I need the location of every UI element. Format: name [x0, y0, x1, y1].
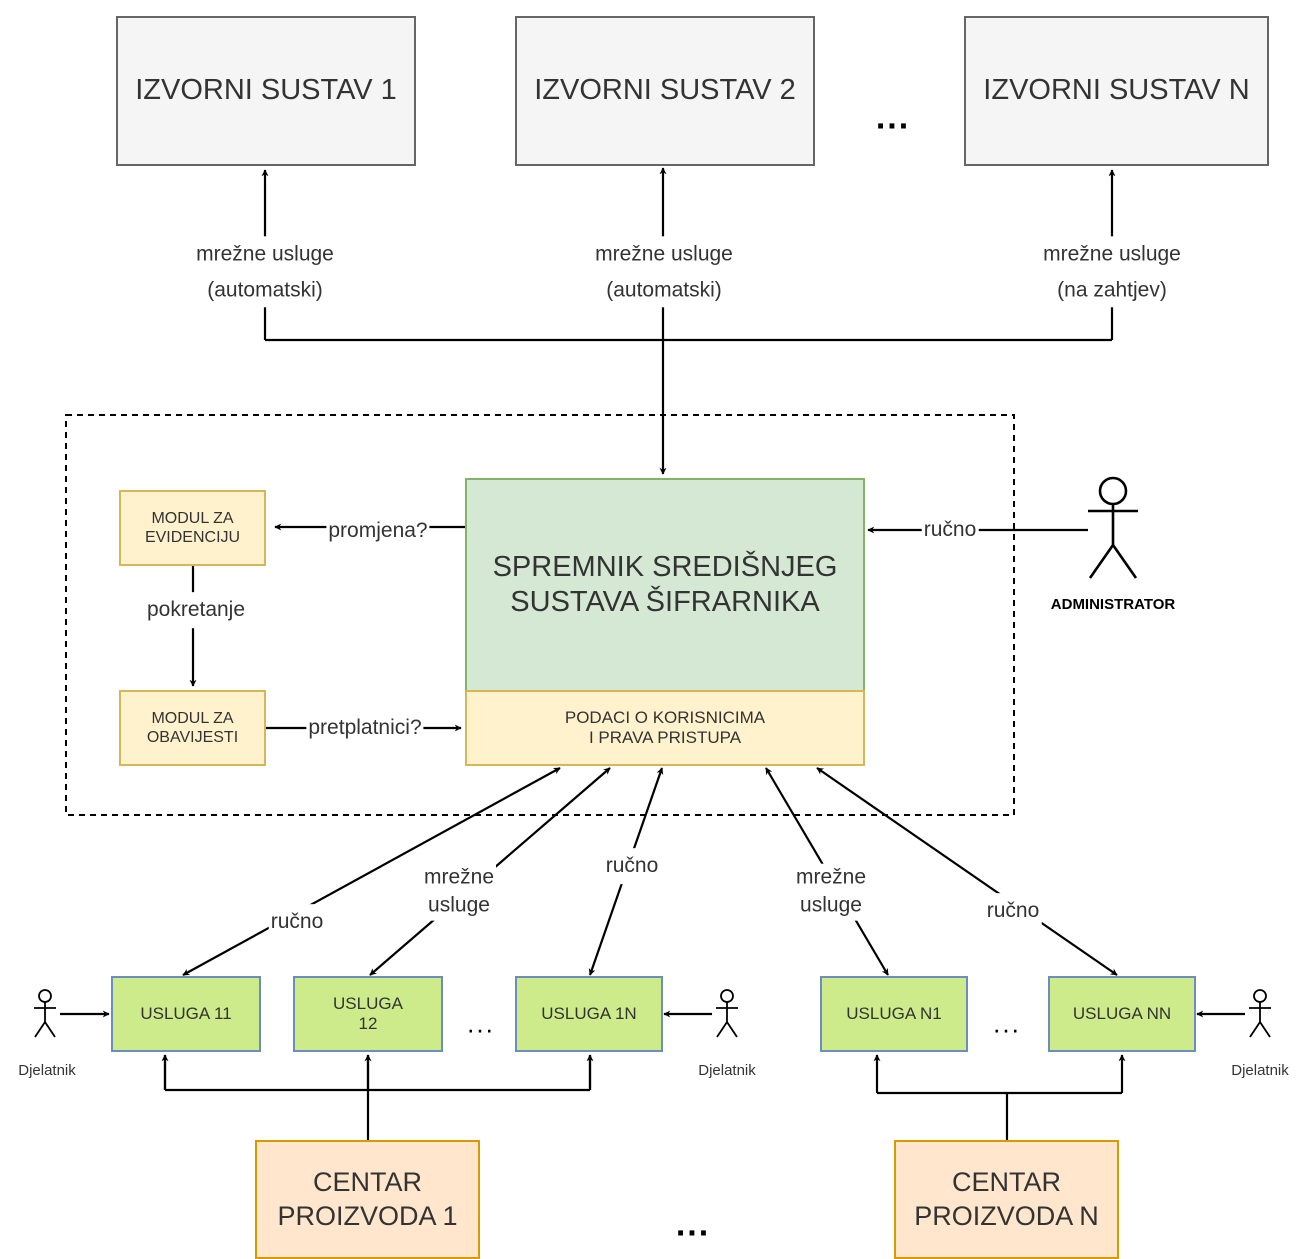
admin-link-label: ručno — [921, 512, 979, 548]
worker-label-3: Djelatnik — [1231, 1062, 1289, 1079]
source-link-label-2: mrežne usluge (automatski) — [593, 236, 735, 308]
link-service-nn — [816, 767, 1118, 976]
source-link-label-n: mrežne usluge (na zahtjev) — [1041, 236, 1183, 308]
link-center-1 — [163, 1055, 592, 1140]
change-link-label: promjena? — [326, 513, 430, 549]
service-link-label-n1: mrežne usluge — [793, 863, 869, 921]
central-code-store: SPREMNIK SREDIŠNJEG SUSTAVA ŠIFRARNIKA — [465, 478, 865, 692]
centers-ellipsis: ... — [675, 1205, 711, 1244]
subscribers-link-label: pretplatnici? — [306, 710, 424, 746]
service-link-label-11: ručno — [268, 904, 326, 940]
worker-actor-icon-3 — [1249, 989, 1271, 1038]
source-system-1: IZVORNI SUSTAV 1 — [116, 16, 416, 166]
services-ellipsis-1: ... — [467, 1008, 495, 1039]
source-system-n: IZVORNI SUSTAV N — [964, 16, 1269, 166]
worker-actor-icon-2 — [716, 989, 738, 1038]
worker-label-1: Djelatnik — [18, 1062, 76, 1079]
worker-label-2: Djelatnik — [698, 1062, 756, 1079]
source-link-label-1: mrežne usluge (automatski) — [194, 236, 336, 308]
worker-actor-icon-1 — [34, 989, 56, 1038]
product-center-1: CENTAR PROIZVODA 1 — [255, 1140, 480, 1259]
administrator-actor-icon — [1088, 476, 1138, 579]
service-link-label-12: mrežne usluge — [421, 863, 497, 921]
service-11: USLUGA 11 — [111, 976, 261, 1052]
sources-ellipsis: ... — [875, 98, 911, 137]
trigger-link-label: pokretanje — [144, 592, 248, 628]
records-module: MODUL ZA EVIDENCIJU — [119, 490, 266, 566]
source-system-2: IZVORNI SUSTAV 2 — [515, 16, 815, 166]
product-center-n: CENTAR PROIZVODA N — [894, 1140, 1119, 1259]
administrator-label: ADMINISTRATOR — [1050, 596, 1176, 613]
service-link-label-nn: ručno — [984, 893, 1042, 929]
users-and-access-rights: PODACI O KORISNICIMA I PRAVA PRISTUPA — [465, 690, 865, 766]
link-center-n — [877, 1091, 1122, 1140]
service-12: USLUGA 12 — [293, 976, 443, 1052]
services-ellipsis-2: ... — [993, 1008, 1021, 1039]
service-nn: USLUGA NN — [1048, 976, 1196, 1052]
system-boundary — [65, 414, 1015, 816]
link-service-11 — [182, 767, 561, 976]
service-link-label-1n: ručno — [603, 848, 661, 884]
notification-module: MODUL ZA OBAVIJESTI — [119, 690, 266, 766]
service-n1: USLUGA N1 — [820, 976, 968, 1052]
service-1n: USLUGA 1N — [515, 976, 663, 1052]
